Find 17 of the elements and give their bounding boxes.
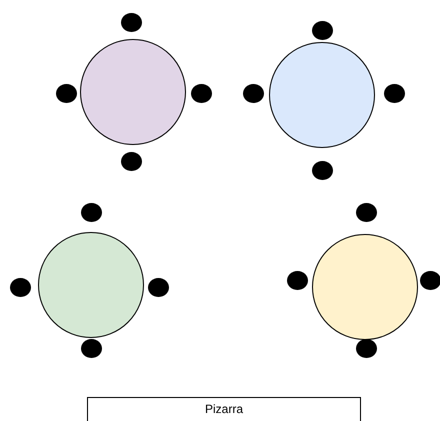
chair xyxy=(148,278,168,296)
chair xyxy=(190,84,212,102)
chair xyxy=(356,338,376,358)
chair xyxy=(120,12,142,32)
chair xyxy=(312,160,332,180)
chair xyxy=(120,152,142,170)
whiteboard: Pizarra xyxy=(87,397,361,421)
chair xyxy=(80,202,102,222)
chair xyxy=(56,84,76,102)
chair xyxy=(242,84,264,102)
chair xyxy=(356,202,376,222)
chair xyxy=(286,270,308,290)
chair xyxy=(420,270,440,290)
chair xyxy=(10,278,30,296)
chair xyxy=(80,338,102,358)
chair xyxy=(312,20,332,40)
chair xyxy=(384,84,404,102)
